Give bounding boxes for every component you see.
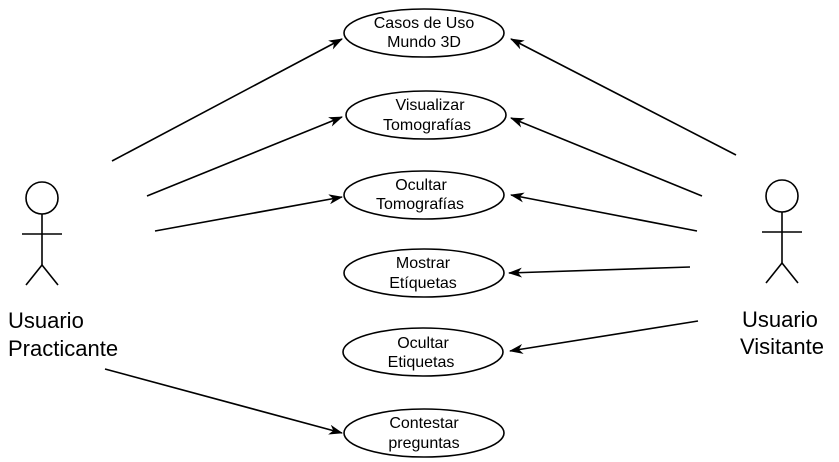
use-case-contestar-preguntas-line1: Contestar xyxy=(389,415,459,432)
stick-figure-icon xyxy=(762,179,802,284)
arrow-practicante-contestar xyxy=(104,368,343,435)
arrow-visitante-mostrar-etiquetas xyxy=(508,266,691,278)
actor-visitante-label-line2: Visitante xyxy=(740,334,824,359)
use-case-ocultar-etiquetas-line2: Etiquetas xyxy=(388,354,455,371)
use-case-contestar-preguntas: Contestar preguntas xyxy=(343,408,505,458)
actor-practicante: Usuario Practicante xyxy=(8,181,118,361)
actor-visitante: Usuario Visitante xyxy=(740,179,824,359)
use-case-mundo-3d: Casos de Uso Mundo 3D xyxy=(343,8,505,58)
stick-figure-icon xyxy=(22,181,62,286)
actor-visitante-label-line1: Usuario xyxy=(742,307,818,332)
arrow-practicante-ocultar-tomografias xyxy=(154,194,343,232)
use-case-mundo-3d-line1: Casos de Uso xyxy=(374,15,475,32)
use-case-ocultar-etiquetas-line1: Ocultar xyxy=(397,335,449,352)
use-case-ocultar-tomografias-line2: Tomografías xyxy=(376,196,464,213)
use-case-visualizar-tomografias: Visualizar Tomografías xyxy=(345,90,507,140)
use-case-mundo-3d-line2: Mundo 3D xyxy=(387,34,461,51)
arrow-practicante-visualizar xyxy=(146,116,343,197)
arrow-visitante-ocultar-tomografias xyxy=(510,192,698,232)
use-case-visualizar-tomografias-line2: Tomografías xyxy=(383,117,471,134)
arrow-visitante-visualizar xyxy=(510,117,703,197)
use-case-ocultar-etiquetas: Ocultar Etiquetas xyxy=(342,327,504,377)
use-case-mostrar-etiquetas: Mostrar Etíquetas xyxy=(343,248,505,298)
actor-practicante-label-line2: Practicante xyxy=(8,336,118,361)
arrow-visitante-mundo3d xyxy=(510,38,737,156)
actor-practicante-label-line1: Usuario xyxy=(8,308,84,333)
use-case-contestar-preguntas-line2: preguntas xyxy=(388,435,459,452)
associations xyxy=(104,38,737,435)
use-case-visualizar-tomografias-line1: Visualizar xyxy=(395,97,465,114)
arrow-practicante-mundo3d xyxy=(111,38,343,162)
use-case-mostrar-etiquetas-line1: Mostrar xyxy=(396,255,451,272)
use-case-ocultar-tomografias: Ocultar Tomografías xyxy=(343,170,505,220)
arrow-visitante-ocultar-etiquetas xyxy=(509,320,699,354)
use-case-mostrar-etiquetas-line2: Etíquetas xyxy=(389,275,457,292)
use-case-ocultar-tomografias-line1: Ocultar xyxy=(395,177,447,194)
